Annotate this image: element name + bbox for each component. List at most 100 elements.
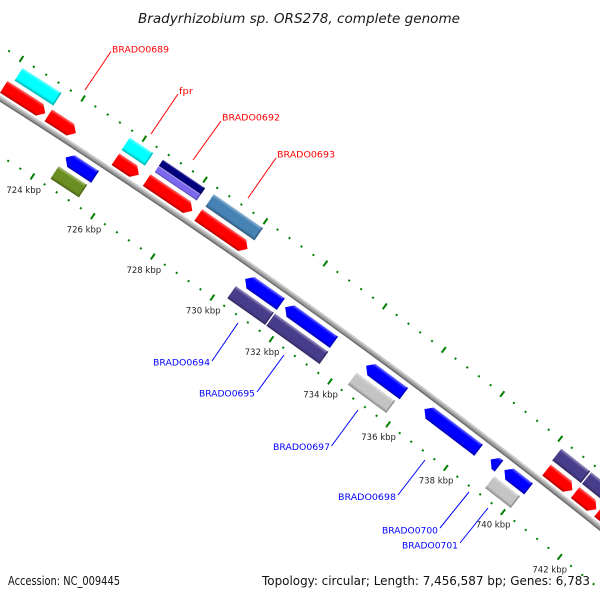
gene-label-text[interactable]: BRADO0693 <box>277 151 335 161</box>
annotation-feature[interactable] <box>154 165 201 201</box>
tick-minor <box>139 247 143 250</box>
tick-minor <box>524 528 528 532</box>
tick-minor <box>44 73 48 77</box>
reverse-strand-feature[interactable] <box>65 155 99 183</box>
tick-label: 726 kbp <box>67 226 102 236</box>
feature-end-facet <box>89 170 99 183</box>
tick-minor <box>199 287 202 291</box>
reverse-strand-feature[interactable] <box>245 277 285 310</box>
gene-label-text[interactable]: BRADO0695 <box>199 390 255 400</box>
forward-strand-feature[interactable] <box>44 109 76 136</box>
feature-end-facet <box>253 227 263 241</box>
gene-label[interactable]: BRADO0695 <box>199 354 285 400</box>
tick-label: 734 kbp <box>303 390 338 400</box>
annotation-feature[interactable] <box>347 372 396 413</box>
tick-minor <box>351 397 355 400</box>
gene-label[interactable]: BRADO0694 <box>153 322 239 369</box>
annotation-feature[interactable] <box>582 472 600 502</box>
tick-minor <box>179 161 183 165</box>
forward-strand-feature[interactable] <box>194 209 248 251</box>
annotation-feature[interactable] <box>205 194 263 241</box>
gene-label-text[interactable]: BRADO0692 <box>222 114 280 124</box>
gene-label-text[interactable]: BRADO0700 <box>382 527 438 537</box>
gene-label-text[interactable]: BRADO0697 <box>273 443 330 453</box>
tick-major <box>442 464 449 472</box>
tick-minor <box>371 296 375 300</box>
gene-label[interactable]: fpr <box>150 87 193 135</box>
tick-major <box>90 212 96 220</box>
annotation-feature[interactable] <box>227 285 274 325</box>
gene-label[interactable]: BRADO0697 <box>273 409 359 453</box>
forward-strand-feature[interactable] <box>0 80 46 116</box>
reverse-strand-feature[interactable] <box>366 364 409 400</box>
tick-minor <box>535 537 539 541</box>
feature-tracks <box>0 68 600 544</box>
tick-minor <box>432 457 436 461</box>
forward-strand-feature[interactable] <box>142 174 193 213</box>
tick-major <box>500 508 506 516</box>
reverse-strand-feature[interactable] <box>490 457 504 472</box>
tick-minor <box>215 186 219 190</box>
tick-label: 740 kbp <box>476 521 511 531</box>
annotation-feature[interactable] <box>14 68 62 106</box>
annotation-feature[interactable] <box>552 448 591 483</box>
gene-label[interactable]: BRADO0701 <box>402 507 489 552</box>
gene-label[interactable]: BRADO0692 <box>192 114 280 161</box>
tick-minor <box>155 145 158 149</box>
forward-strand-feature[interactable] <box>542 464 573 492</box>
tick-major <box>381 302 388 310</box>
feature-end-facet <box>509 495 521 509</box>
feature-end-facet <box>195 193 201 201</box>
tick-minor <box>340 388 344 392</box>
reverse-strand-feature[interactable] <box>424 407 483 456</box>
gene-label-text[interactable]: fpr <box>179 87 193 97</box>
feature-end-facet <box>493 459 504 472</box>
outer-tick-ring <box>7 49 597 468</box>
tick-minor <box>592 582 595 586</box>
tick-minor <box>57 81 60 85</box>
tick-minor <box>187 279 190 283</box>
tick-minor <box>490 501 494 505</box>
gene-label[interactable]: BRADO0693 <box>247 151 335 199</box>
tick-minor <box>478 492 482 496</box>
tick-minor <box>580 573 584 577</box>
forward-strand-feature[interactable] <box>594 506 600 544</box>
tick-major <box>150 253 156 261</box>
tick-minor <box>246 321 250 324</box>
annotation-feature[interactable] <box>158 159 206 195</box>
annotation-feature[interactable] <box>50 166 88 198</box>
tick-label: 736 kbp <box>361 433 396 443</box>
reverse-strand-feature[interactable] <box>504 468 533 495</box>
gene-label-text[interactable]: BRADO0689 <box>112 46 169 56</box>
label-leader-line <box>84 51 112 91</box>
gene-label-text[interactable]: BRADO0694 <box>153 359 210 369</box>
forward-strand-feature[interactable] <box>111 153 139 177</box>
tick-minor <box>454 357 457 361</box>
tick-minor <box>409 440 413 444</box>
tick-minor <box>512 519 516 523</box>
tick-minor <box>163 263 167 267</box>
tick-minor <box>467 484 471 487</box>
tick-minor <box>363 405 367 409</box>
annotation-feature[interactable] <box>121 137 154 166</box>
tick-label: 732 kbp <box>245 348 280 358</box>
forward-strand-feature[interactable] <box>570 487 597 511</box>
tick-major <box>202 176 208 184</box>
tick-minor <box>130 129 134 133</box>
gene-label[interactable]: BRADO0698 <box>338 459 426 503</box>
tick-minor <box>18 167 22 171</box>
tick-minor <box>167 153 171 157</box>
tick-minor <box>32 65 36 69</box>
tick-minor <box>127 238 131 242</box>
tick-minor <box>524 410 527 414</box>
annotation-feature[interactable] <box>266 313 329 364</box>
gene-label-text[interactable]: BRADO0698 <box>338 493 396 503</box>
gene-label[interactable]: BRADO0689 <box>84 46 169 91</box>
reverse-strand-feature[interactable] <box>285 305 338 348</box>
gene-label[interactable]: BRADO0700 <box>382 491 470 537</box>
tick-minor <box>547 428 551 432</box>
gene-label-text[interactable]: BRADO0701 <box>402 542 458 552</box>
annotation-feature[interactable] <box>485 476 521 509</box>
tick-minor <box>288 236 291 240</box>
